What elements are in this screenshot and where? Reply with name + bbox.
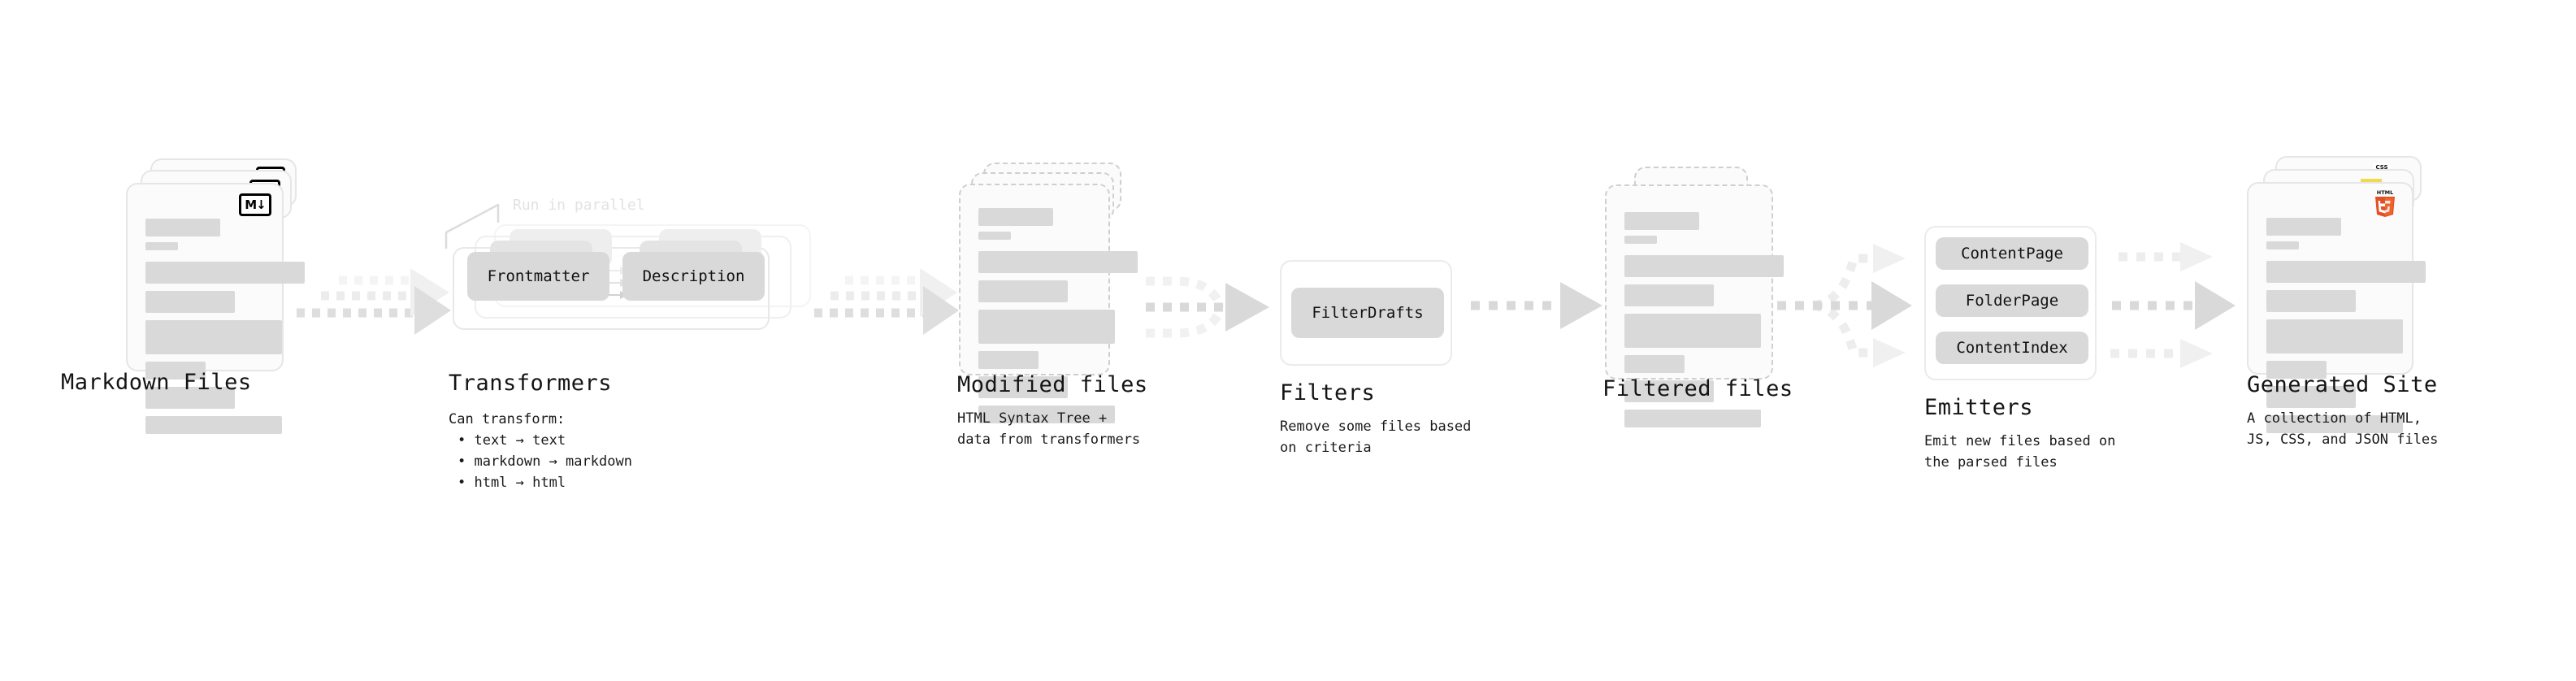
placeholder-line bbox=[145, 416, 282, 434]
transformers-bullet-1: • markdown → markdown bbox=[458, 453, 632, 470]
modified-file-stack bbox=[959, 163, 1138, 423]
modified-card-front bbox=[959, 184, 1138, 423]
transformers-panel-front: Frontmatter Description bbox=[453, 229, 770, 330]
emitter-chip-contentindex-label: ContentIndex bbox=[1956, 339, 2068, 357]
placeholder-line bbox=[2266, 241, 2299, 249]
transformers-desc: Can transform: bbox=[449, 411, 566, 427]
run-in-parallel-bracket bbox=[445, 203, 500, 249]
generated-site-desc: A collection of HTML, JS, CSS, and JSON … bbox=[2247, 410, 2439, 448]
transformer-chip-frontmatter-label: Frontmatter bbox=[487, 267, 590, 285]
transformers-bullet-2: • html → html bbox=[458, 475, 566, 491]
placeholder-line bbox=[145, 262, 305, 284]
connector-filters-to-filtered bbox=[1463, 280, 1605, 331]
markdown-files-title: Markdown Files bbox=[61, 370, 252, 395]
stage-markdown-files: M↓ M↓ M↓ Markdown Files bbox=[61, 158, 305, 434]
placeholder-line bbox=[1624, 410, 1761, 427]
modified-files-title: Modified files bbox=[957, 372, 1148, 397]
generated-site-title: Generated Site bbox=[2247, 372, 2438, 397]
placeholder-line bbox=[1624, 355, 1685, 373]
emitter-chip-folderpage-label: FolderPage bbox=[1965, 292, 2059, 310]
connector-filtered-to-emitters bbox=[1776, 229, 1922, 388]
placeholder-line bbox=[978, 310, 1115, 344]
placeholder-line bbox=[2266, 386, 2356, 408]
filters-panel: FilterDrafts bbox=[1280, 260, 1452, 366]
emitter-chip-contentpage-label: ContentPage bbox=[1961, 245, 2063, 262]
filtered-placeholder-lines bbox=[1624, 212, 1784, 435]
html5-badge-icon: HTML bbox=[2373, 189, 2397, 218]
generated-card-front: HTML bbox=[2247, 182, 2426, 433]
connector-modified-to-filters bbox=[1130, 244, 1276, 374]
placeholder-line bbox=[1624, 380, 1714, 402]
emitters-desc: Emit new files based on the parsed files bbox=[1924, 433, 2116, 471]
markdown-placeholder-lines bbox=[145, 219, 305, 441]
placeholder-line bbox=[2266, 261, 2426, 283]
placeholder-line bbox=[978, 376, 1068, 398]
connector-transformers-to-modified bbox=[813, 268, 959, 337]
transformers-title: Transformers bbox=[449, 371, 613, 396]
transformer-chip-description-label: Description bbox=[642, 267, 745, 285]
placeholder-line bbox=[1624, 284, 1714, 306]
markdown-card-front: M↓ bbox=[126, 183, 305, 434]
placeholder-line bbox=[145, 362, 206, 380]
placeholder-line bbox=[1624, 255, 1784, 277]
placeholder-line bbox=[145, 320, 282, 354]
markdown-file-stack: M↓ M↓ M↓ bbox=[126, 158, 305, 434]
filtered-file-stack bbox=[1605, 167, 1784, 427]
filter-chip-filterdrafts[interactable]: FilterDrafts bbox=[1291, 288, 1444, 338]
filter-chip-filterdrafts-label: FilterDrafts bbox=[1312, 304, 1424, 322]
generated-site-stack: CSS HTML bbox=[2247, 156, 2434, 433]
transformer-chip-frontmatter[interactable]: Frontmatter bbox=[467, 252, 609, 301]
placeholder-line bbox=[2266, 415, 2403, 433]
placeholder-line bbox=[145, 387, 235, 409]
placeholder-line bbox=[978, 208, 1053, 226]
placeholder-line bbox=[978, 406, 1115, 423]
connector-md-to-transformers bbox=[288, 268, 451, 337]
placeholder-line bbox=[978, 232, 1011, 240]
placeholder-line bbox=[2266, 319, 2403, 354]
emitter-chip-contentindex[interactable]: ContentIndex bbox=[1936, 332, 2088, 364]
run-in-parallel-label: Run in parallel bbox=[513, 197, 645, 214]
placeholder-line bbox=[145, 291, 235, 313]
filtered-files-title: Filtered files bbox=[1602, 376, 1793, 401]
emitters-title: Emitters bbox=[1924, 395, 2034, 420]
transformer-chip-description[interactable]: Description bbox=[622, 252, 765, 301]
placeholder-line bbox=[1624, 236, 1657, 244]
placeholder-line bbox=[145, 242, 178, 250]
stage-modified-files: Modified files HTML Syntax Tree + data f… bbox=[957, 163, 1147, 448]
placeholder-line bbox=[145, 219, 220, 236]
filters-title: Filters bbox=[1280, 380, 1376, 406]
filtered-card-front bbox=[1605, 184, 1784, 427]
svg-text:HTML: HTML bbox=[2377, 189, 2393, 196]
placeholder-line bbox=[2266, 290, 2356, 312]
connector-emitters-to-site bbox=[2109, 229, 2255, 384]
stage-filtered-files: Filtered files bbox=[1602, 167, 1793, 427]
stage-generated-site: CSS HTML Generated S bbox=[2247, 156, 2438, 448]
modified-placeholder-lines bbox=[978, 208, 1138, 431]
filters-desc: Remove some files based on criteria bbox=[1280, 419, 1472, 456]
emitter-chip-folderpage[interactable]: FolderPage bbox=[1936, 284, 2088, 317]
placeholder-line bbox=[1624, 314, 1761, 348]
markdown-badge-icon: M↓ bbox=[239, 193, 271, 216]
placeholder-line bbox=[2266, 361, 2327, 379]
transformers-bullet-0: • text → text bbox=[458, 432, 566, 449]
emitters-panel: ContentPage FolderPage ContentIndex bbox=[1924, 226, 2097, 380]
placeholder-line bbox=[978, 351, 1039, 369]
placeholder-line bbox=[978, 251, 1138, 273]
placeholder-line bbox=[978, 280, 1068, 302]
generated-placeholder-lines bbox=[2266, 218, 2426, 440]
modified-files-desc: HTML Syntax Tree + data from transformer… bbox=[957, 410, 1141, 448]
placeholder-line bbox=[2266, 218, 2341, 236]
placeholder-line bbox=[1624, 212, 1699, 230]
emitter-chip-contentpage[interactable]: ContentPage bbox=[1936, 237, 2088, 270]
